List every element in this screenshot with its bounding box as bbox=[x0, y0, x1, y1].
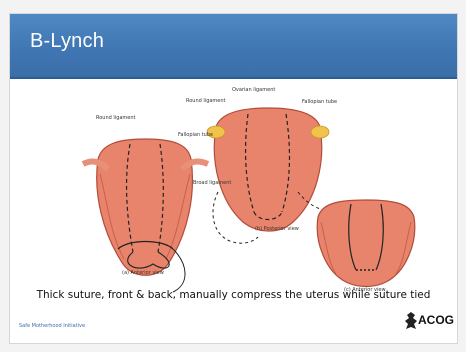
slide-caption: Thick suture, front & back, manually com… bbox=[10, 289, 457, 301]
figure-a-anterior bbox=[78, 114, 213, 294]
label-fallopian-tube-b: Fallopian tube bbox=[302, 99, 337, 105]
slide-title: B-Lynch bbox=[30, 30, 104, 53]
title-divider bbox=[10, 77, 457, 79]
label-round-ligament-b: Round ligament bbox=[186, 98, 226, 104]
label-broad-ligament: Broad ligament bbox=[193, 180, 231, 186]
acog-logo-icon bbox=[403, 311, 419, 333]
title-bar: B-Lynch bbox=[10, 14, 457, 79]
footer-text: Safe Motherhood Initiative bbox=[19, 323, 85, 329]
label-anterior-view-a: (a) Anterior view bbox=[122, 270, 164, 276]
logo-text: ACOG bbox=[418, 313, 454, 327]
label-posterior-view: (b) Posterior view bbox=[255, 226, 299, 232]
figure-c-anterior bbox=[306, 192, 426, 292]
label-ovarian-ligament: Ovarian ligament bbox=[232, 87, 275, 93]
acog-logo: ACOG bbox=[403, 309, 449, 337]
label-fallopian-tube-a: Fallopian tube bbox=[178, 132, 213, 138]
label-round-ligament-a: Round ligament bbox=[96, 115, 136, 121]
slide: B-Lynch Round ligament Fallopian t bbox=[10, 14, 457, 343]
